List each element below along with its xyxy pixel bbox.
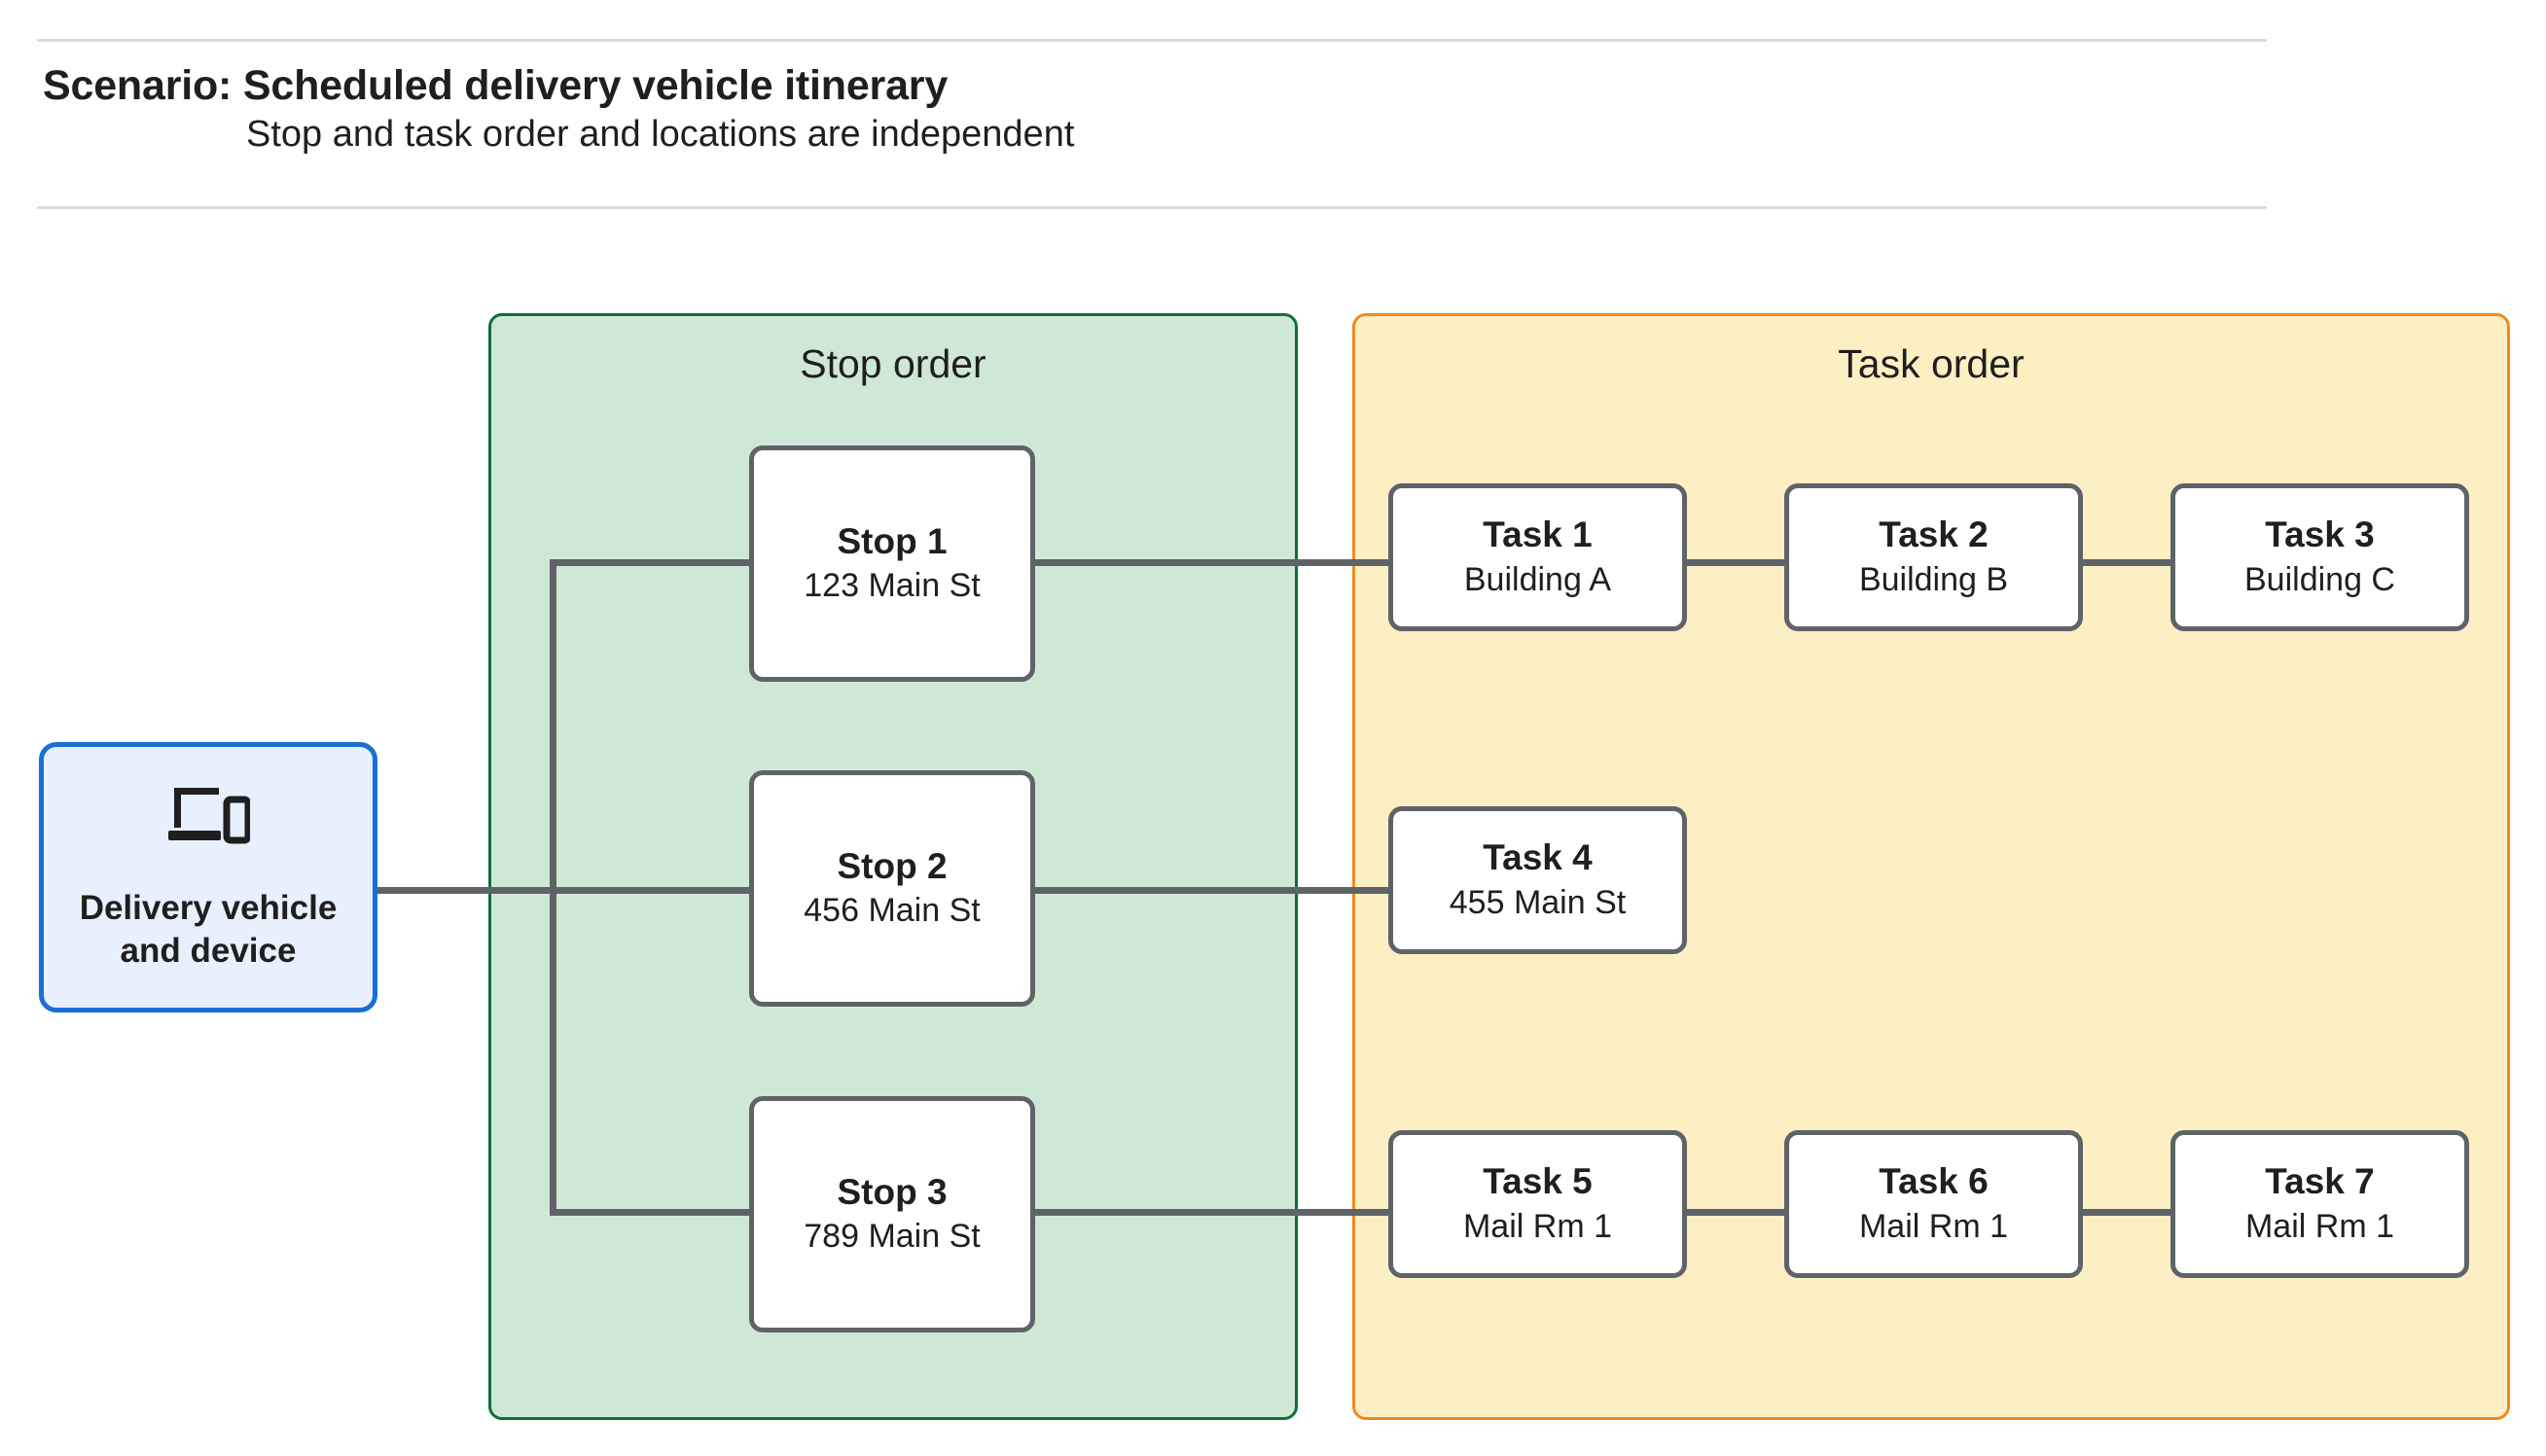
task-node-location: Building B — [1858, 560, 2009, 598]
task-node-title: Task 4 — [1483, 837, 1593, 878]
task-order-group-title: Task order — [1838, 341, 2025, 386]
task-node-2[interactable]: Task 2 Building B — [1784, 483, 2083, 631]
connector-stop-3-to-task-5 — [1029, 1209, 1395, 1216]
task-node-title: Task 3 — [2265, 515, 2375, 555]
page-title: Scenario: Scheduled delivery vehicle iti… — [43, 62, 949, 109]
stop-node-3[interactable]: Stop 3 789 Main St — [749, 1096, 1035, 1332]
task-node-title: Task 1 — [1483, 515, 1593, 555]
stop-node-address: 789 Main St — [804, 1218, 981, 1256]
stop-node-title: Stop 2 — [837, 845, 948, 886]
task-node-location: Building C — [2244, 560, 2395, 598]
stop-node-address: 456 Main St — [804, 892, 981, 930]
connector-trunk-to-stop-2 — [550, 887, 756, 894]
task-node-title: Task 5 — [1483, 1161, 1593, 1202]
header-divider-top — [37, 39, 2267, 42]
task-node-5[interactable]: Task 5 Mail Rm 1 — [1388, 1130, 1687, 1278]
task-node-title: Task 6 — [1879, 1161, 1989, 1202]
stop-node-title: Stop 3 — [837, 1171, 948, 1212]
stop-order-group-title: Stop order — [800, 341, 986, 386]
connector-task-2-to-task-3 — [2077, 559, 2176, 566]
task-node-1[interactable]: Task 1 Building A — [1388, 483, 1687, 631]
task-node-6[interactable]: Task 6 Mail Rm 1 — [1784, 1130, 2083, 1278]
stop-node-1[interactable]: Stop 1 123 Main St — [749, 445, 1035, 682]
task-node-location: Mail Rm 1 — [2244, 1207, 2395, 1245]
delivery-vehicle-label: Delivery vehicle and device — [80, 887, 338, 973]
task-node-title: Task 7 — [2265, 1161, 2375, 1202]
stop-node-address: 123 Main St — [804, 567, 981, 605]
task-node-title: Task 2 — [1879, 515, 1989, 555]
connector-stop-2-to-task-4 — [1029, 887, 1395, 894]
delivery-vehicle-label-line1: Delivery vehicle — [79, 889, 338, 928]
connector-stop-1-to-task-1 — [1029, 559, 1395, 566]
devices-laptop-phone-icon — [168, 788, 250, 844]
connector-vehicle-to-trunk — [377, 887, 556, 894]
header-divider-bottom — [37, 206, 2267, 209]
stop-node-2[interactable]: Stop 2 456 Main St — [749, 770, 1035, 1007]
stop-node-title: Stop 1 — [837, 520, 948, 561]
page-subtitle: Stop and task order and locations are in… — [246, 114, 1075, 155]
connector-task-6-to-task-7 — [2077, 1209, 2176, 1216]
connector-trunk-to-stop-3 — [550, 1209, 756, 1216]
task-node-4[interactable]: Task 4 455 Main St — [1388, 806, 1687, 954]
task-node-location: Mail Rm 1 — [1858, 1207, 2009, 1245]
connector-task-1-to-task-2 — [1681, 559, 1790, 566]
task-node-location: 455 Main St — [1449, 883, 1627, 921]
task-node-location: Mail Rm 1 — [1462, 1207, 1613, 1245]
delivery-vehicle-card[interactable]: Delivery vehicle and device — [39, 742, 377, 1012]
task-node-7[interactable]: Task 7 Mail Rm 1 — [2170, 1130, 2469, 1278]
connector-trunk-to-stop-1 — [550, 559, 756, 566]
delivery-vehicle-label-line2: and device — [120, 932, 297, 970]
task-node-3[interactable]: Task 3 Building C — [2170, 483, 2469, 631]
connector-task-5-to-task-6 — [1681, 1209, 1790, 1216]
task-node-location: Building A — [1463, 560, 1612, 598]
